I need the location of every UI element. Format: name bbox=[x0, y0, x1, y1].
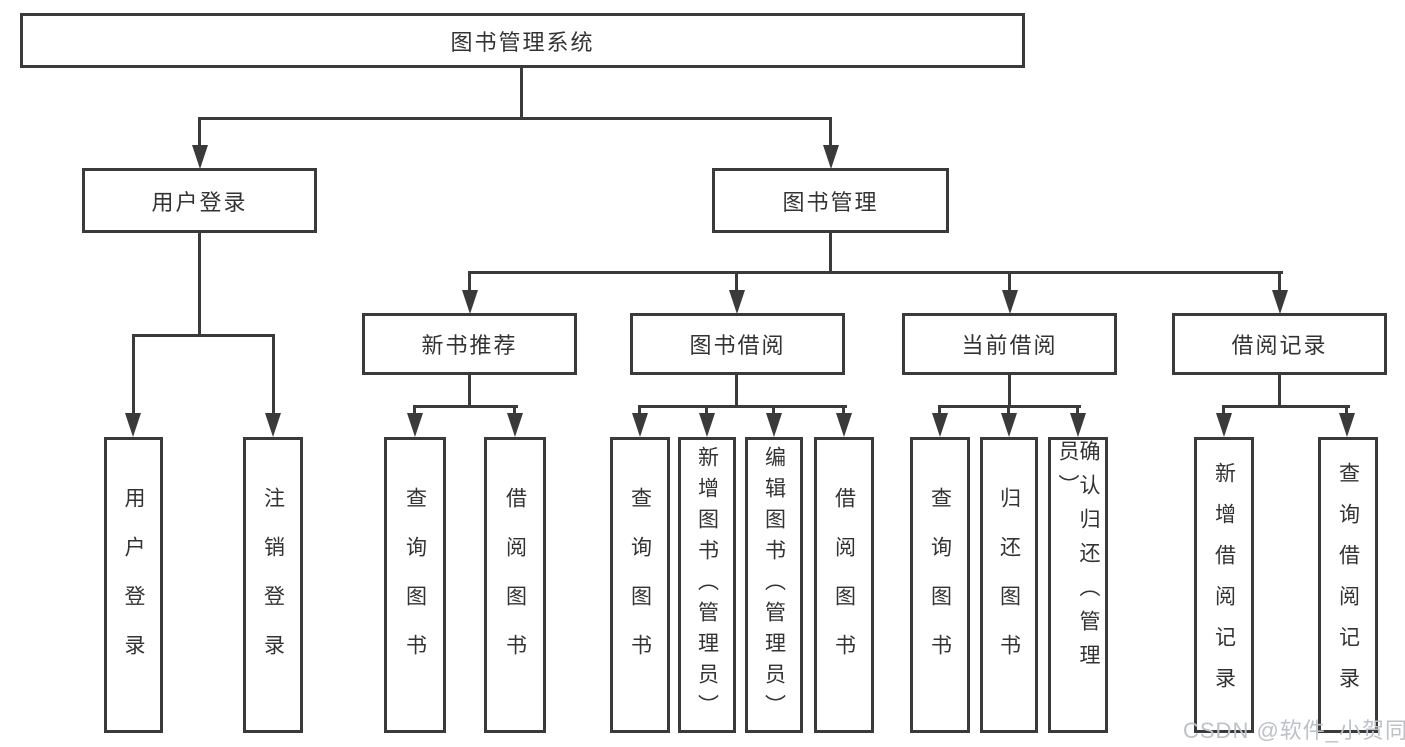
arrowhead-icon bbox=[462, 290, 478, 314]
connector-line bbox=[413, 405, 416, 416]
node-label: 注销登录 bbox=[261, 487, 285, 683]
node-label: 归还图书 bbox=[997, 487, 1021, 683]
arrowhead-icon bbox=[1070, 413, 1086, 437]
node-label: 用户登录 bbox=[122, 487, 145, 683]
connector-line bbox=[1222, 405, 1350, 408]
leaf-query-books-1: 查询图书 bbox=[384, 437, 446, 733]
node-label: 新增借阅记录 bbox=[1212, 462, 1236, 708]
connector-line bbox=[513, 405, 516, 416]
leaf-user-login: 用户登录 bbox=[104, 437, 163, 733]
node-label: 图书管理系统 bbox=[450, 29, 595, 55]
node-book-borrowing: 图书借阅 bbox=[630, 313, 845, 375]
connector-line bbox=[1007, 405, 1010, 416]
connector-line bbox=[468, 373, 471, 408]
leaf-return-book: 归还图书 bbox=[980, 437, 1038, 733]
node-label: 图书管理 bbox=[782, 189, 879, 215]
arrowhead-icon bbox=[932, 413, 948, 437]
connector-line bbox=[198, 117, 201, 148]
arrowhead-icon bbox=[836, 413, 852, 437]
node-current-borrowing: 当前借阅 bbox=[902, 313, 1117, 375]
node-label: 新书推荐 bbox=[421, 333, 518, 358]
connector-line bbox=[413, 405, 518, 408]
node-new-book-recommend: 新书推荐 bbox=[362, 313, 577, 375]
connector-line bbox=[468, 271, 471, 293]
node-label: 编辑图书（管理员） bbox=[762, 445, 786, 725]
node-book-management: 图书管理 bbox=[712, 168, 949, 233]
node-label: 图书借阅 bbox=[689, 333, 786, 358]
connector-line bbox=[842, 405, 845, 416]
connector-line bbox=[829, 117, 832, 148]
leaf-confirm-return-admin: 确认归还（管理员） bbox=[1048, 437, 1108, 733]
node-label: 用户登录 bbox=[151, 189, 248, 215]
connector-line bbox=[829, 231, 832, 274]
arrowhead-icon bbox=[265, 413, 281, 437]
arrowhead-icon bbox=[1339, 413, 1355, 437]
arrowhead-icon bbox=[1001, 413, 1017, 437]
arrowhead-icon bbox=[507, 413, 523, 437]
node-user-login: 用户登录 bbox=[82, 168, 317, 233]
connector-line bbox=[198, 117, 832, 120]
arrowhead-icon bbox=[766, 413, 782, 437]
connector-line bbox=[1222, 405, 1225, 416]
connector-line bbox=[735, 373, 738, 408]
connector-line bbox=[735, 271, 738, 293]
node-label: 查询借阅记录 bbox=[1336, 462, 1360, 708]
connector-line bbox=[1076, 405, 1079, 416]
connector-line bbox=[132, 334, 275, 337]
leaf-add-book-admin: 新增图书（管理员） bbox=[678, 437, 736, 733]
csdn-watermark: CSDN @软件_小贺同学 bbox=[1183, 718, 1405, 743]
connector-line bbox=[1278, 271, 1281, 293]
connector-line bbox=[1008, 271, 1011, 293]
arrowhead-icon bbox=[407, 413, 423, 437]
connector-line bbox=[1008, 373, 1011, 408]
node-label: 借阅记录 bbox=[1231, 333, 1328, 358]
node-borrowing-records: 借阅记录 bbox=[1172, 313, 1387, 375]
connector-line bbox=[638, 405, 847, 408]
node-label: 查询图书 bbox=[403, 487, 427, 683]
connector-line bbox=[520, 66, 523, 119]
node-label: 确认归还（管理员） bbox=[1056, 440, 1100, 678]
arrowhead-icon bbox=[632, 413, 648, 437]
connector-line bbox=[272, 334, 275, 416]
node-label: 当前借阅 bbox=[961, 333, 1058, 358]
connector-line bbox=[1345, 405, 1348, 416]
connector-line bbox=[705, 405, 708, 416]
connector-line bbox=[198, 231, 201, 337]
leaf-query-books-2: 查询图书 bbox=[610, 437, 670, 733]
arrowhead-icon bbox=[1272, 290, 1288, 314]
node-label: 查询图书 bbox=[628, 487, 652, 683]
node-library-management-system: 图书管理系统 bbox=[20, 13, 1025, 68]
leaf-query-borrow-record: 查询借阅记录 bbox=[1318, 437, 1378, 733]
leaf-edit-book-admin: 编辑图书（管理员） bbox=[745, 437, 803, 733]
node-label: 借阅图书 bbox=[832, 487, 856, 683]
connector-line bbox=[468, 271, 1283, 274]
arrowhead-icon bbox=[729, 290, 745, 314]
node-label: 新增图书（管理员） bbox=[695, 445, 719, 725]
arrowhead-icon bbox=[823, 145, 839, 169]
leaf-add-borrow-record: 新增借阅记录 bbox=[1194, 437, 1254, 733]
arrowhead-icon bbox=[125, 413, 141, 437]
leaf-query-books-3: 查询图书 bbox=[910, 437, 970, 733]
node-label: 查询图书 bbox=[928, 487, 952, 683]
leaf-borrow-books-2: 借阅图书 bbox=[814, 437, 874, 733]
arrowhead-icon bbox=[699, 413, 715, 437]
arrowhead-icon bbox=[1002, 290, 1018, 314]
leaf-logout: 注销登录 bbox=[243, 437, 303, 733]
connector-line bbox=[772, 405, 775, 416]
node-label: 借阅图书 bbox=[503, 487, 527, 683]
connector-line bbox=[132, 334, 135, 416]
connector-line bbox=[638, 405, 641, 416]
arrowhead-icon bbox=[1216, 413, 1232, 437]
arrowhead-icon bbox=[192, 145, 208, 169]
connector-line bbox=[1278, 373, 1281, 408]
leaf-borrow-books-1: 借阅图书 bbox=[484, 437, 546, 733]
connector-line bbox=[938, 405, 941, 416]
